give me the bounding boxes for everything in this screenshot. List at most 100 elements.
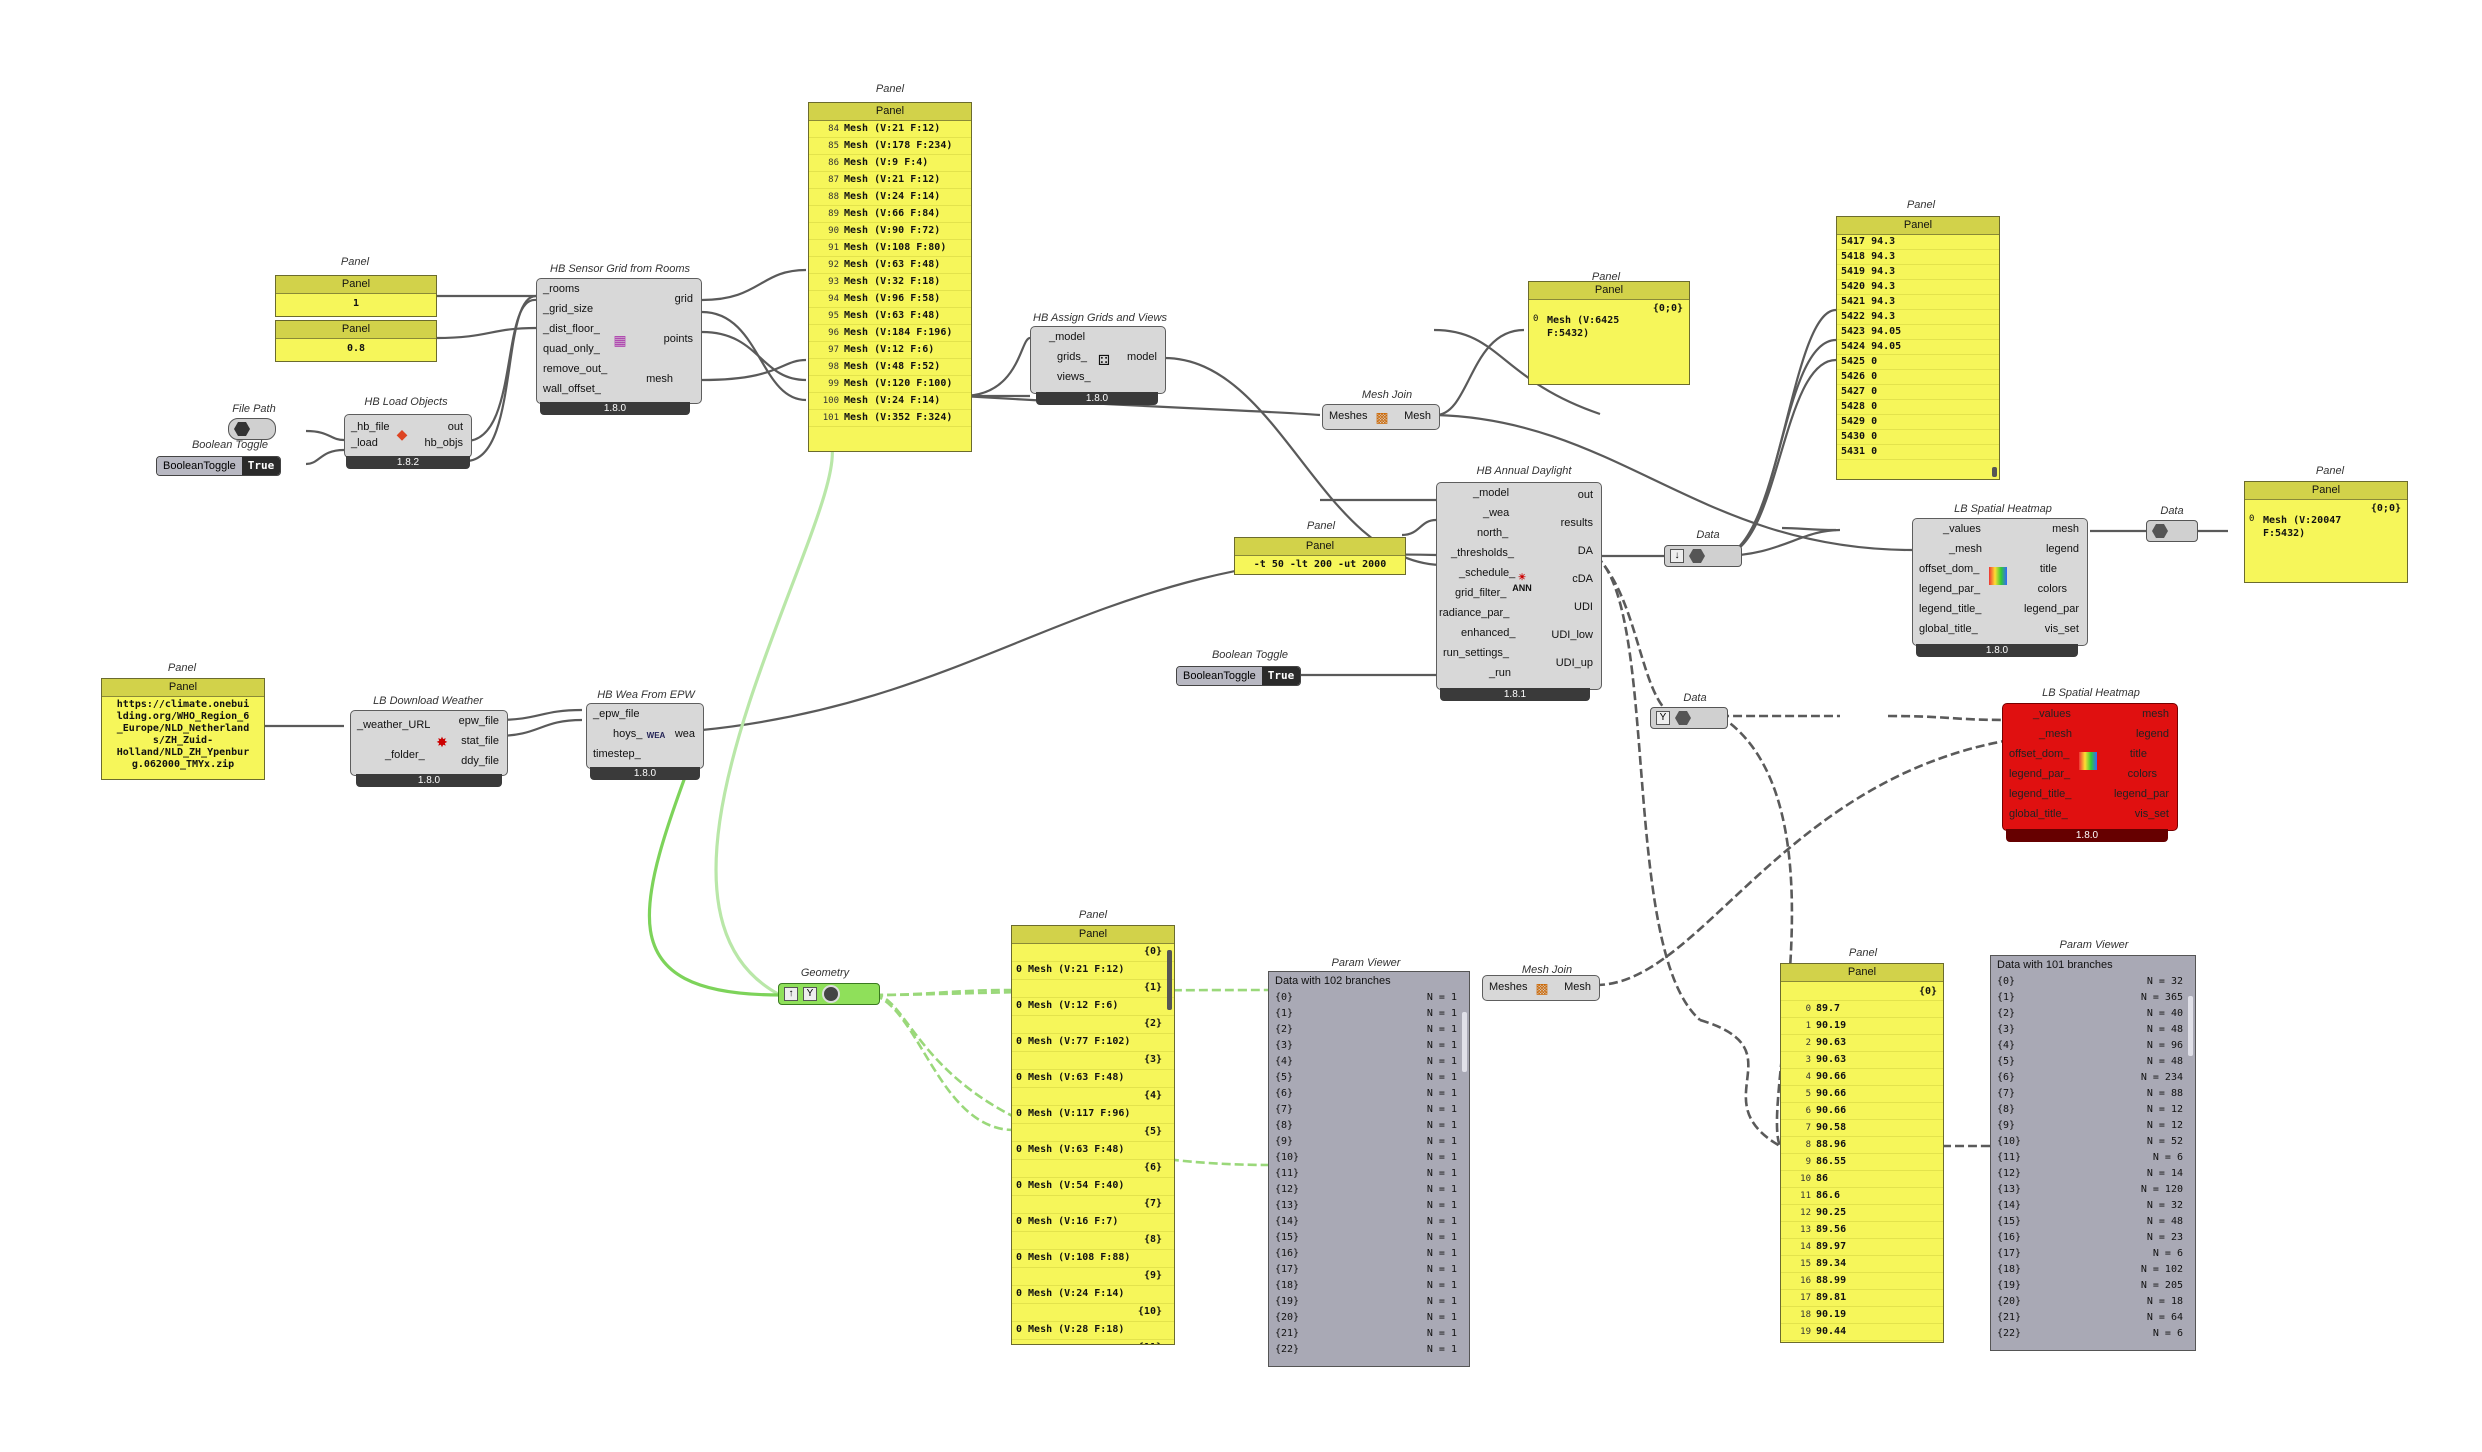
- output-mesh[interactable]: Mesh: [1404, 410, 1431, 422]
- hb-load-objects[interactable]: _hb_file _load out hb_objs ◆: [344, 414, 472, 458]
- scrollbar[interactable]: [2188, 996, 2193, 1056]
- output-stat-file[interactable]: stat_file: [461, 735, 499, 747]
- toggle-value[interactable]: True: [1261, 667, 1301, 685]
- data-param-3[interactable]: [2146, 520, 2198, 542]
- scrollbar[interactable]: [1992, 467, 1997, 477]
- input-grid-size[interactable]: _grid_size: [543, 303, 594, 315]
- hb-sensor-grid-from-rooms[interactable]: _rooms _grid_size _dist_floor_ quad_only…: [536, 278, 702, 404]
- input-meshes[interactable]: Meshes: [1489, 981, 1528, 993]
- lb-spatial-heatmap-2[interactable]: _values _mesh offset_dom_ legend_par_ le…: [2002, 703, 2178, 831]
- output-title[interactable]: title: [2129, 748, 2147, 760]
- input-load[interactable]: _load: [351, 437, 378, 449]
- output-epw-file[interactable]: epw_file: [458, 715, 499, 727]
- scrollbar[interactable]: [1167, 950, 1172, 1010]
- param-viewer-101[interactable]: Data with 101 branches {0}N = 32{1}N = 3…: [1990, 955, 2196, 1351]
- output-grid[interactable]: grid: [674, 293, 693, 305]
- input-remove-out[interactable]: remove_out_: [543, 363, 608, 375]
- panel-dist-floor[interactable]: Panel 0.8: [275, 320, 437, 362]
- output-cda[interactable]: cDA: [1572, 573, 1593, 585]
- output-mesh[interactable]: mesh: [2142, 708, 2169, 720]
- boolean-toggle-load[interactable]: BooleanToggle True: [156, 456, 282, 476]
- output-colors[interactable]: colors: [2127, 768, 2157, 780]
- input-weather-url[interactable]: _weather_URL: [357, 719, 431, 731]
- input-hoys[interactable]: hoys_: [613, 728, 643, 740]
- output-legend[interactable]: legend: [2135, 728, 2169, 740]
- param-viewer-102[interactable]: Data with 102 branches {0}N = 1{1}N = 1{…: [1268, 971, 1470, 1367]
- input-values[interactable]: _values: [2033, 708, 2071, 720]
- input-legend-title[interactable]: legend_title_: [2009, 788, 2072, 800]
- input-global-title[interactable]: global_title_: [2009, 808, 2068, 820]
- output-results[interactable]: results: [1560, 517, 1593, 529]
- input-rooms[interactable]: _rooms: [543, 283, 580, 295]
- data-param-1[interactable]: ↓: [1664, 545, 1742, 567]
- input-north[interactable]: north_: [1477, 527, 1509, 539]
- panel-weather-url[interactable]: Panel https://climate.onebui lding.org/W…: [101, 678, 265, 780]
- boolean-toggle-run[interactable]: BooleanToggle True: [1176, 666, 1302, 686]
- output-points[interactable]: points: [663, 333, 693, 345]
- output-vis-set[interactable]: vis_set: [2134, 808, 2169, 820]
- input-enhanced[interactable]: enhanced_: [1461, 627, 1516, 639]
- input-quad-only[interactable]: quad_only_: [543, 343, 600, 355]
- output-colors[interactable]: colors: [2037, 583, 2067, 595]
- scrollbar[interactable]: [1462, 1012, 1467, 1072]
- output-hb-objs[interactable]: hb_objs: [424, 437, 463, 449]
- input-views[interactable]: views_: [1057, 371, 1091, 383]
- input-meshes[interactable]: Meshes: [1329, 410, 1368, 422]
- output-model[interactable]: model: [1127, 351, 1157, 363]
- output-mesh[interactable]: mesh: [2052, 523, 2079, 535]
- panel-grid-size[interactable]: Panel 1: [275, 275, 437, 317]
- output-vis-set[interactable]: vis_set: [2044, 623, 2079, 635]
- input-run[interactable]: _run: [1489, 667, 1512, 679]
- input-offset-dom[interactable]: offset_dom_: [1919, 563, 1980, 575]
- output-udi[interactable]: UDI: [1574, 601, 1593, 613]
- output-ddy-file[interactable]: ddy_file: [461, 755, 499, 767]
- input-wea[interactable]: _wea: [1483, 507, 1510, 519]
- input-radiance-par[interactable]: radiance_par_: [1439, 607, 1510, 619]
- output-udi-low[interactable]: UDI_low: [1551, 629, 1593, 641]
- input-schedule[interactable]: _schedule_: [1459, 567, 1516, 579]
- output-mesh[interactable]: mesh: [646, 373, 673, 385]
- input-legend-par[interactable]: legend_par_: [1919, 583, 1981, 595]
- input-model[interactable]: _model: [1049, 331, 1086, 343]
- output-legend[interactable]: legend: [2045, 543, 2079, 555]
- input-mesh[interactable]: _mesh: [2039, 728, 2073, 740]
- output-udi-up[interactable]: UDI_up: [1555, 657, 1593, 669]
- input-grids[interactable]: grids_: [1057, 351, 1087, 363]
- input-hb-file[interactable]: _hb_file: [351, 421, 390, 433]
- geometry-param[interactable]: ↑ Y: [778, 983, 880, 1005]
- output-legend-par[interactable]: legend_par: [2113, 788, 2169, 800]
- input-grid-filter[interactable]: grid_filter_: [1455, 587, 1507, 599]
- toggle-value[interactable]: True: [241, 457, 281, 475]
- mesh-join-1[interactable]: Meshes Mesh ▩: [1322, 404, 1440, 430]
- lb-spatial-heatmap-1[interactable]: _values _mesh offset_dom_ legend_par_ le…: [1912, 518, 2088, 646]
- output-wea[interactable]: wea: [674, 728, 695, 740]
- input-offset-dom[interactable]: offset_dom_: [2009, 748, 2070, 760]
- output-out[interactable]: out: [1577, 489, 1593, 501]
- hb-assign-grids-and-views[interactable]: _model grids_ views_ model ⚃: [1030, 326, 1166, 394]
- input-folder[interactable]: _folder_: [385, 749, 425, 761]
- hb-annual-daylight[interactable]: _model _wea north_ _thresholds_ _schedul…: [1436, 482, 1602, 690]
- mesh-join-2[interactable]: Meshes Mesh ▩: [1482, 975, 1600, 1001]
- input-thresholds[interactable]: _thresholds_: [1451, 547, 1514, 559]
- output-title[interactable]: title: [2039, 563, 2057, 575]
- data-param-2[interactable]: Y: [1650, 707, 1728, 729]
- file-path-param[interactable]: [228, 418, 276, 440]
- output-out[interactable]: out: [447, 421, 463, 433]
- panel-thresholds[interactable]: Panel -t 50 -lt 200 -ut 2000: [1234, 537, 1406, 575]
- output-da[interactable]: DA: [1577, 545, 1593, 557]
- input-legend-title[interactable]: legend_title_: [1919, 603, 1982, 615]
- input-legend-par[interactable]: legend_par_: [2009, 768, 2071, 780]
- input-values[interactable]: _values: [1943, 523, 1981, 535]
- input-run-settings[interactable]: run_settings_: [1443, 647, 1510, 659]
- input-model[interactable]: _model: [1473, 487, 1510, 499]
- hb-wea-from-epw[interactable]: _epw_file hoys_ timestep_ wea WEA: [586, 703, 704, 769]
- output-mesh[interactable]: Mesh: [1564, 981, 1591, 993]
- input-mesh[interactable]: _mesh: [1949, 543, 1983, 555]
- input-wall-offset[interactable]: wall_offset_: [543, 383, 601, 395]
- input-global-title[interactable]: global_title_: [1919, 623, 1978, 635]
